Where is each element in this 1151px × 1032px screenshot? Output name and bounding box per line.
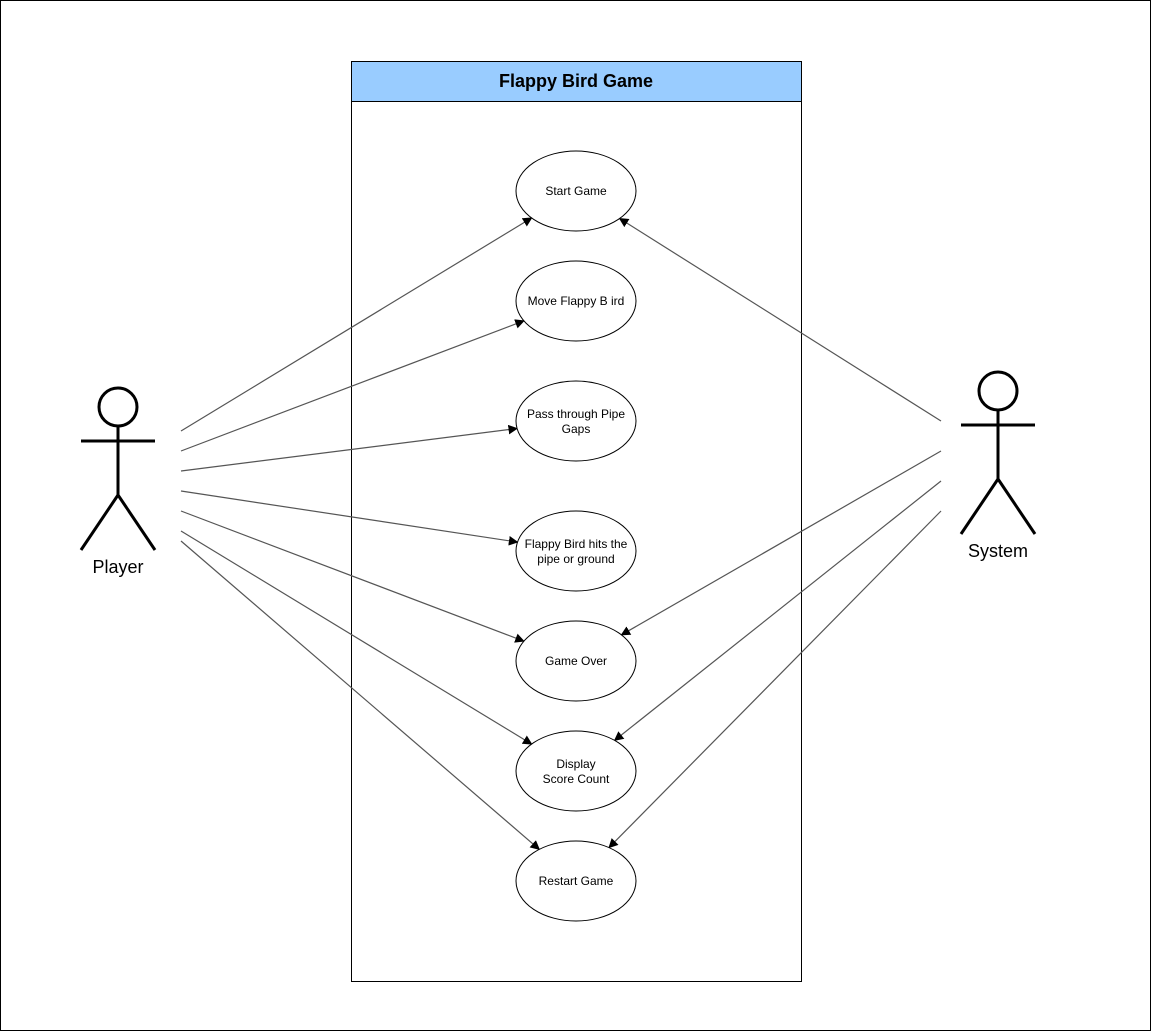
stick-figure-icon <box>959 370 1037 535</box>
use-case-label-line-1: Pass through Pipe <box>527 407 625 421</box>
use-case-game-over[interactable]: Game Over <box>515 620 637 702</box>
use-case-label: Move Flappy B ird <box>528 294 625 308</box>
use-case-label-line-2: Score Count <box>543 772 610 786</box>
stick-figure-icon <box>79 386 157 551</box>
system-boundary-header <box>351 61 802 102</box>
association-player-display-score-count[interactable] <box>180 530 533 745</box>
association-player-pass-through-pipe-gaps[interactable] <box>180 424 519 472</box>
system-boundary-title: Flappy Bird Game <box>499 71 653 91</box>
actor-player[interactable]: Player <box>79 386 157 577</box>
association-player-start-game[interactable] <box>180 217 533 432</box>
use-case-label-line-2: Gaps <box>562 422 591 436</box>
actor-label: Player <box>92 557 143 577</box>
association-player-restart-game[interactable] <box>180 540 541 851</box>
use-case-ellipse <box>515 730 637 812</box>
association-player-game-over[interactable] <box>180 510 525 643</box>
use-case-label: Game Over <box>545 654 607 668</box>
use-case-label-line-1: Display <box>556 757 595 771</box>
use-case-restart-game[interactable]: Restart Game <box>515 840 637 922</box>
use-case-start-game[interactable]: Start Game <box>515 150 637 232</box>
use-case-ellipse <box>515 510 637 592</box>
use-case-ellipse <box>515 620 637 702</box>
use-case-display-score-count[interactable]: Display Score Count <box>515 730 637 812</box>
use-case-ellipse <box>515 380 637 462</box>
associations <box>180 217 942 851</box>
use-case-ellipse <box>515 260 637 342</box>
association-system-start-game[interactable] <box>618 217 942 422</box>
association-player-hits-pipe-or-ground[interactable] <box>180 490 519 546</box>
association-player-move-flappy-bird[interactable] <box>180 319 525 452</box>
association-system-display-score-count[interactable] <box>613 480 942 741</box>
use-case-pass-through-pipe-gaps[interactable]: Pass through Pipe Gaps <box>515 380 637 462</box>
use-case-ellipse <box>515 150 637 232</box>
use-case-label: Restart Game <box>539 874 614 888</box>
use-cases: Start Game Move Flappy B ird Pass throug… <box>515 150 637 922</box>
actor-label: System <box>968 541 1028 561</box>
use-case-move-flappy-bird[interactable]: Move Flappy B ird <box>515 260 637 342</box>
use-case-label-line-1: Flappy Bird hits the <box>525 537 628 551</box>
actor-system[interactable]: System <box>959 370 1037 561</box>
association-system-restart-game[interactable] <box>608 510 942 849</box>
use-case-ellipse <box>515 840 637 922</box>
use-case-hits-pipe-or-ground[interactable]: Flappy Bird hits the pipe or ground <box>515 510 637 592</box>
association-system-game-over[interactable] <box>620 450 942 636</box>
use-case-label-line-2: pipe or ground <box>537 552 614 566</box>
use-case-label: Start Game <box>545 184 607 198</box>
